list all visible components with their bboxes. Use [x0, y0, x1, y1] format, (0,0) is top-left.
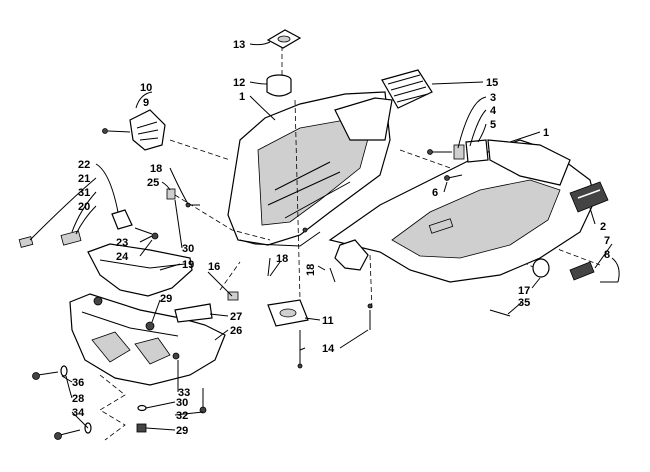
callout-8: 8: [604, 249, 610, 261]
callout-7: 7: [604, 235, 610, 247]
guide-line: [369, 254, 373, 311]
callout-36: 36: [72, 377, 84, 389]
callout-15: 15: [486, 77, 498, 89]
callout-16: 16: [208, 261, 220, 273]
callout-23: 23: [116, 237, 128, 249]
callout-19: 19: [182, 259, 194, 271]
callout-20: 20: [78, 201, 90, 213]
callout-27: 27: [230, 311, 242, 323]
small-hardware: [166, 188, 336, 323]
guide-line: [294, 99, 301, 301]
leader-lines: [29, 41, 620, 431]
callout-35: 35: [518, 297, 530, 309]
callout-29-low: 29: [176, 425, 188, 437]
hood-vent: [381, 69, 433, 109]
callout-labels: 13 12 1 10 9 15 3 4 5 1 6 2 22 21 31 20 …: [72, 39, 610, 437]
callout-6: 6: [432, 187, 438, 199]
bumper-brackets: [18, 209, 159, 248]
callout-11: 11: [322, 315, 334, 327]
callout-9: 9: [143, 97, 149, 109]
callout-30: 30: [182, 243, 194, 255]
callout-21: 21: [78, 173, 90, 185]
callout-29: 29: [160, 293, 172, 305]
callout-18-mid: 18: [276, 253, 288, 265]
callout-25: 25: [147, 177, 159, 189]
callout-1: 1: [239, 91, 245, 103]
callout-34: 34: [72, 407, 85, 419]
callout-24: 24: [116, 251, 129, 263]
callout-31: 31: [78, 187, 90, 199]
callout-33: 33: [178, 387, 190, 399]
console-body: [227, 91, 393, 247]
access-plate: [267, 299, 373, 369]
filler-cap: [266, 29, 302, 97]
guide-line: [99, 374, 126, 441]
front-bumper: [87, 243, 193, 297]
callout-1-right: 1: [543, 127, 549, 139]
callout-14: 14: [322, 343, 335, 355]
skid-plate: [69, 293, 226, 386]
callout-26: 26: [230, 325, 242, 337]
shift-boot: [102, 109, 166, 151]
callout-13: 13: [233, 39, 245, 51]
side-reflector: [489, 258, 618, 317]
callout-3: 3: [490, 92, 496, 104]
nose-cone: [328, 139, 596, 283]
callout-5: 5: [490, 119, 496, 131]
callout-10: 10: [140, 82, 152, 94]
callout-4: 4: [490, 105, 497, 117]
guide-line: [169, 139, 231, 161]
callout-18: 18: [150, 163, 162, 175]
callout-12: 12: [233, 77, 245, 89]
callout-30-low: 30: [176, 397, 188, 409]
callout-22: 22: [78, 159, 90, 171]
callout-32: 32: [176, 410, 188, 422]
callout-28: 28: [72, 393, 84, 405]
callout-18-low: 18: [305, 264, 317, 276]
guide-line: [174, 194, 271, 241]
guide-line: [219, 261, 241, 291]
callout-17: 17: [518, 285, 530, 297]
callout-2: 2: [600, 221, 606, 233]
emblem-plate: [569, 181, 609, 213]
guide-line: [399, 149, 471, 176]
